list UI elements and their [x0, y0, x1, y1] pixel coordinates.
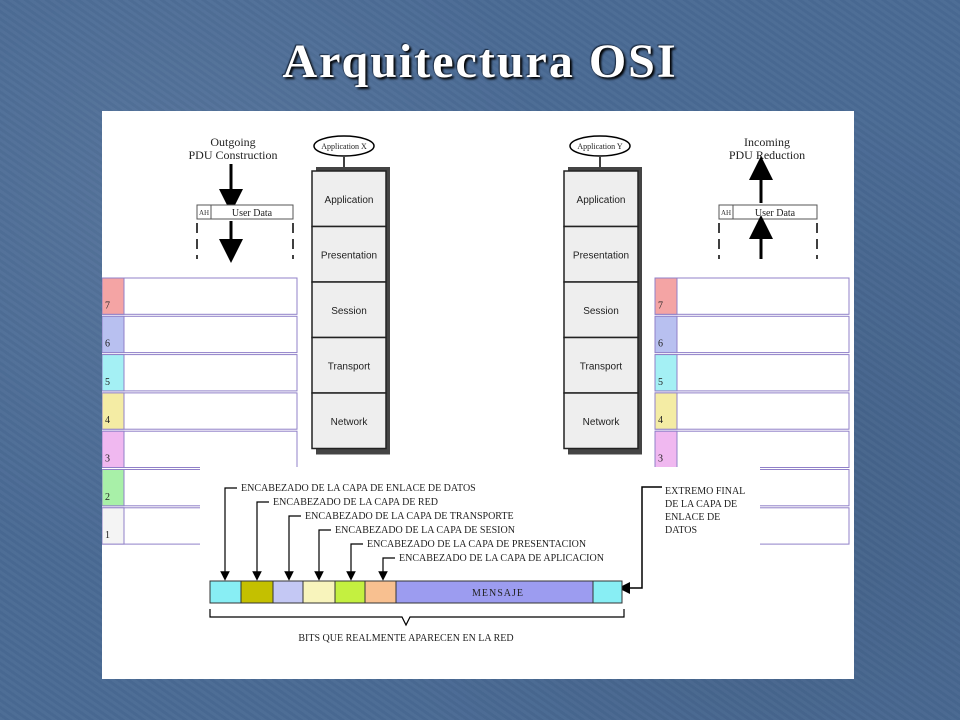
- layer-row-right: [654, 392, 850, 430]
- osi-diagram-svg: Outgoing PDU Construction AH User Data I…: [101, 135, 850, 679]
- stack-right-layer-label: Session: [583, 306, 619, 317]
- frame-segment: [209, 580, 242, 604]
- layer-rows-left: 7 6 5 4 3 2 1: [101, 277, 298, 545]
- slide-title: Arquitectura OSI: [282, 35, 678, 88]
- layer-color-swatch: [654, 354, 678, 392]
- outgoing-label-line1: Outgoing: [210, 135, 255, 149]
- user-data-label-left: User Data: [232, 208, 273, 219]
- trailer-label-line4: DATOS: [665, 525, 697, 536]
- application-y-ellipse: [569, 135, 631, 157]
- layer-color-swatch: [101, 392, 125, 430]
- layer-row-left: [101, 392, 298, 430]
- header-label: ENCABEZADO DE LA CAPA DE RED: [273, 497, 438, 508]
- layer-number: 4: [658, 415, 663, 426]
- bits-brace: [209, 609, 625, 627]
- layer-row-left: [101, 315, 298, 354]
- frame-segment: [302, 580, 336, 604]
- application-x-ellipse: [313, 135, 375, 157]
- outgoing-label-line2: PDU Construction: [188, 148, 277, 162]
- stack-left-layer-label: Presentation: [321, 250, 377, 261]
- stack-right-layer-4: [563, 336, 639, 394]
- layer-color-swatch: [101, 315, 125, 354]
- stack-left-layer-label: Session: [331, 306, 367, 317]
- layer-row-right: [654, 354, 850, 392]
- stack-right-layer-label: Presentation: [573, 250, 629, 261]
- stack-left-layer-5: [311, 392, 387, 450]
- layer-color-swatch: [101, 469, 125, 507]
- user-data-box-left: [210, 204, 294, 220]
- layer-row-left: [101, 430, 298, 469]
- layer-row-right: [654, 430, 850, 469]
- message-label: MENSAJE: [472, 588, 524, 599]
- layer-number: 7: [658, 300, 663, 311]
- application-y-label: Application Y: [577, 142, 622, 151]
- header-label: ENCABEZADO DE LA CAPA DE TRANSPORTE: [305, 511, 514, 522]
- header-label: ENCABEZADO DE LA CAPA DE APLICACION: [399, 553, 604, 564]
- header-labels: ENCABEZADO DE LA CAPA DE ENLACE DE DATOS…: [220, 483, 604, 581]
- frame-segment: [334, 580, 366, 604]
- layer-number: 3: [105, 454, 110, 465]
- header-label: ENCABEZADO DE LA CAPA DE PRESENTACION: [367, 539, 586, 550]
- layer-color-swatch: [101, 507, 125, 545]
- frame-bar: [209, 580, 623, 604]
- bits-label: BITS QUE REALMENTE APARECEN EN LA RED: [298, 633, 513, 644]
- layer-row-right: [654, 277, 850, 315]
- layer-color-swatch: [654, 315, 678, 354]
- osi-stack-right: ApplicationPresentationSessionTransportN…: [563, 167, 642, 455]
- header-label: ENCABEZADO DE LA CAPA DE ENLACE DE DATOS: [241, 483, 476, 494]
- stack-left-layer-3: [311, 281, 387, 339]
- stack-right-layer-3: [563, 281, 639, 339]
- stack-left-layer-1: [311, 170, 387, 228]
- layer-color-swatch: [654, 392, 678, 430]
- stack-left-layer-label: Transport: [328, 361, 371, 372]
- stack-right-layer-label: Network: [583, 417, 621, 428]
- layer-color-swatch: [101, 430, 125, 469]
- layer-number: 1: [105, 530, 110, 541]
- application-x-label: Application X: [321, 142, 367, 151]
- layer-number: 2: [105, 492, 110, 503]
- frame-segment: [592, 580, 623, 604]
- stack-left-layer-label: Application: [325, 195, 374, 206]
- stack-right-layer-label: Transport: [580, 361, 623, 372]
- incoming-label-line2: PDU Reduction: [729, 148, 805, 162]
- layer-number: 3: [658, 454, 663, 465]
- layer-color-swatch: [101, 277, 125, 315]
- frame-segment: [240, 580, 274, 604]
- stack-right-layer-2: [563, 225, 639, 283]
- frame-segment: [272, 580, 304, 604]
- layer-number: 6: [105, 339, 110, 350]
- trailer-label-line2: DE LA CAPA DE: [665, 499, 737, 510]
- layer-row-left: [101, 277, 298, 315]
- stack-left-layer-2: [311, 225, 387, 283]
- ah-label-left: AH: [199, 209, 209, 217]
- layer-number: 7: [105, 300, 110, 311]
- stack-right-layer-1: [563, 170, 639, 228]
- frame-segment: [364, 580, 397, 604]
- trailer-arrow: [618, 486, 662, 594]
- layer-number: 5: [658, 377, 663, 388]
- osi-stack-left: ApplicationPresentationSessionTransportN…: [311, 167, 390, 455]
- trailer-label-line3: ENLACE DE: [665, 512, 720, 523]
- ah-label-right: AH: [721, 209, 731, 217]
- incoming-label-line1: Incoming: [744, 135, 790, 149]
- layer-row-left: [101, 354, 298, 392]
- header-label: ENCABEZADO DE LA CAPA DE SESION: [335, 525, 515, 536]
- layer-color-swatch: [654, 277, 678, 315]
- layer-number: 6: [658, 339, 663, 350]
- trailer-label-line1: EXTREMO FINAL: [665, 486, 745, 497]
- stack-right-layer-5: [563, 392, 639, 450]
- layer-number: 4: [105, 415, 110, 426]
- layer-row-right: [654, 315, 850, 354]
- stack-left-layer-4: [311, 336, 387, 394]
- layer-color-swatch: [101, 354, 125, 392]
- user-data-label-right: User Data: [755, 208, 796, 219]
- stack-left-layer-label: Network: [331, 417, 369, 428]
- osi-diagram: Outgoing PDU Construction AH User Data I…: [101, 111, 854, 679]
- stack-right-layer-label: Application: [577, 195, 626, 206]
- layer-number: 5: [105, 377, 110, 388]
